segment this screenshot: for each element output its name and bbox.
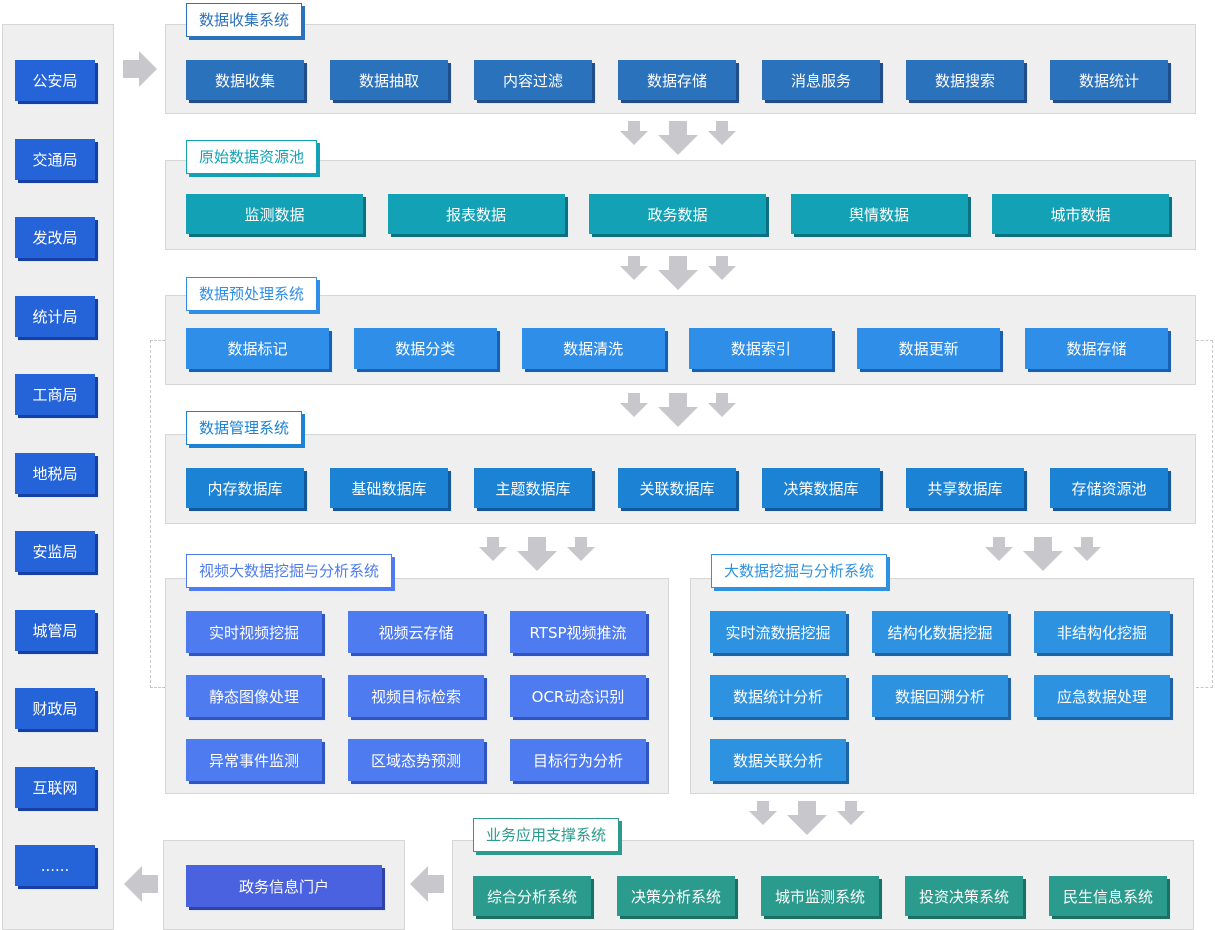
management-item: 存储资源池 [1050,468,1168,508]
support-item: 投资决策系统 [905,876,1023,916]
management-item: 决策数据库 [762,468,880,508]
collection-item: 数据统计 [1050,60,1168,100]
left-arrow [124,866,158,902]
agency-box: 城管局 [15,609,95,651]
support-title: 业务应用支撑系统 [473,818,620,852]
management-title: 数据管理系统 [186,411,303,445]
down-arrow [1073,537,1101,561]
right-arrow [123,51,157,87]
management-item: 主题数据库 [474,468,592,508]
left-arrow [410,866,444,902]
agency-box: 发改局 [15,217,95,258]
video-item: 区域态势预测 [348,739,484,781]
video-item: 实时视频挖掘 [186,611,322,653]
video-item: 目标行为分析 [510,739,646,781]
dashed-connector-left [150,340,165,688]
bigdata-title: 大数据挖掘与分析系统 [711,554,888,588]
preprocess-item: 数据标记 [186,328,329,369]
collection-item: 内容过滤 [474,60,592,100]
down-arrow [749,801,777,825]
collection-title: 数据收集系统 [186,3,303,37]
down-arrow [620,393,648,417]
preprocess-item: 数据分类 [353,328,497,369]
down-arrow [985,537,1013,561]
down-arrow [787,801,827,835]
preprocess-panel [165,295,1196,385]
preprocess-item: 数据清洗 [521,328,665,369]
collection-item: 数据存储 [618,60,736,100]
agency-box: ...... [15,845,95,886]
collection-item: 数据抽取 [330,60,448,100]
preprocess-title: 数据预处理系统 [186,277,318,311]
video-item: 静态图像处理 [186,675,322,717]
down-arrow [620,256,648,280]
down-arrow [708,393,736,417]
down-arrow [658,121,698,155]
agency-box: 交通局 [15,138,95,180]
down-arrow [479,537,507,561]
down-arrow [620,121,648,145]
collection-item: 数据搜索 [906,60,1024,100]
agency-box: 安监局 [15,531,95,572]
management-item: 关联数据库 [618,468,736,508]
preprocess-item: 数据存储 [1025,328,1168,369]
down-arrow [708,121,736,145]
video-title: 视频大数据挖掘与分析系统 [186,554,393,588]
down-arrow [658,256,698,290]
video-item: 视频目标检索 [348,675,484,717]
raw_pool-item: 城市数据 [992,194,1169,234]
support-item: 城市监测系统 [761,876,879,916]
raw_pool-item: 政务数据 [589,194,766,234]
down-arrow [1023,537,1063,571]
video-item: RTSP视频推流 [510,611,646,653]
support-item: 民生信息系统 [1049,876,1167,916]
bigdata-item: 实时流数据挖掘 [710,611,846,653]
agency-box: 财政局 [15,688,95,729]
portal-box: 政务信息门户 [186,865,382,907]
preprocess-item: 数据索引 [689,328,833,369]
raw-pool-title: 原始数据资源池 [186,140,318,174]
down-arrow [708,256,736,280]
down-arrow [837,801,865,825]
support-item: 综合分析系统 [473,876,591,916]
collection-item: 数据收集 [186,60,304,100]
bigdata-item: 应急数据处理 [1034,675,1170,717]
collection-item: 消息服务 [762,60,880,100]
down-arrow [517,537,557,571]
preprocess-item: 数据更新 [857,328,1001,369]
down-arrow [658,393,698,427]
down-arrow [567,537,595,561]
bigdata-item: 结构化数据挖掘 [872,611,1008,653]
video-item: 异常事件监测 [186,739,322,781]
agency-box: 统计局 [15,295,95,337]
management-item: 共享数据库 [906,468,1024,508]
dashed-connector-right [1196,340,1213,688]
bigdata-item: 数据关联分析 [710,739,846,781]
agency-box: 互联网 [15,766,95,808]
management-item: 基础数据库 [330,468,448,508]
bigdata-item: 数据统计分析 [710,675,846,717]
raw_pool-item: 报表数据 [387,194,565,234]
agency-box: 工商局 [15,374,95,415]
management-item: 内存数据库 [186,468,304,508]
agency-box: 地税局 [15,452,95,494]
raw_pool-item: 监测数据 [186,194,363,234]
bigdata-item: 数据回溯分析 [872,675,1008,717]
agency-box: 公安局 [15,60,95,101]
support-item: 决策分析系统 [617,876,735,916]
bigdata-item: 非结构化挖掘 [1034,611,1170,653]
raw_pool-item: 舆情数据 [790,194,968,234]
video-item: 视频云存储 [348,611,484,653]
video-item: OCR动态识别 [510,675,646,717]
